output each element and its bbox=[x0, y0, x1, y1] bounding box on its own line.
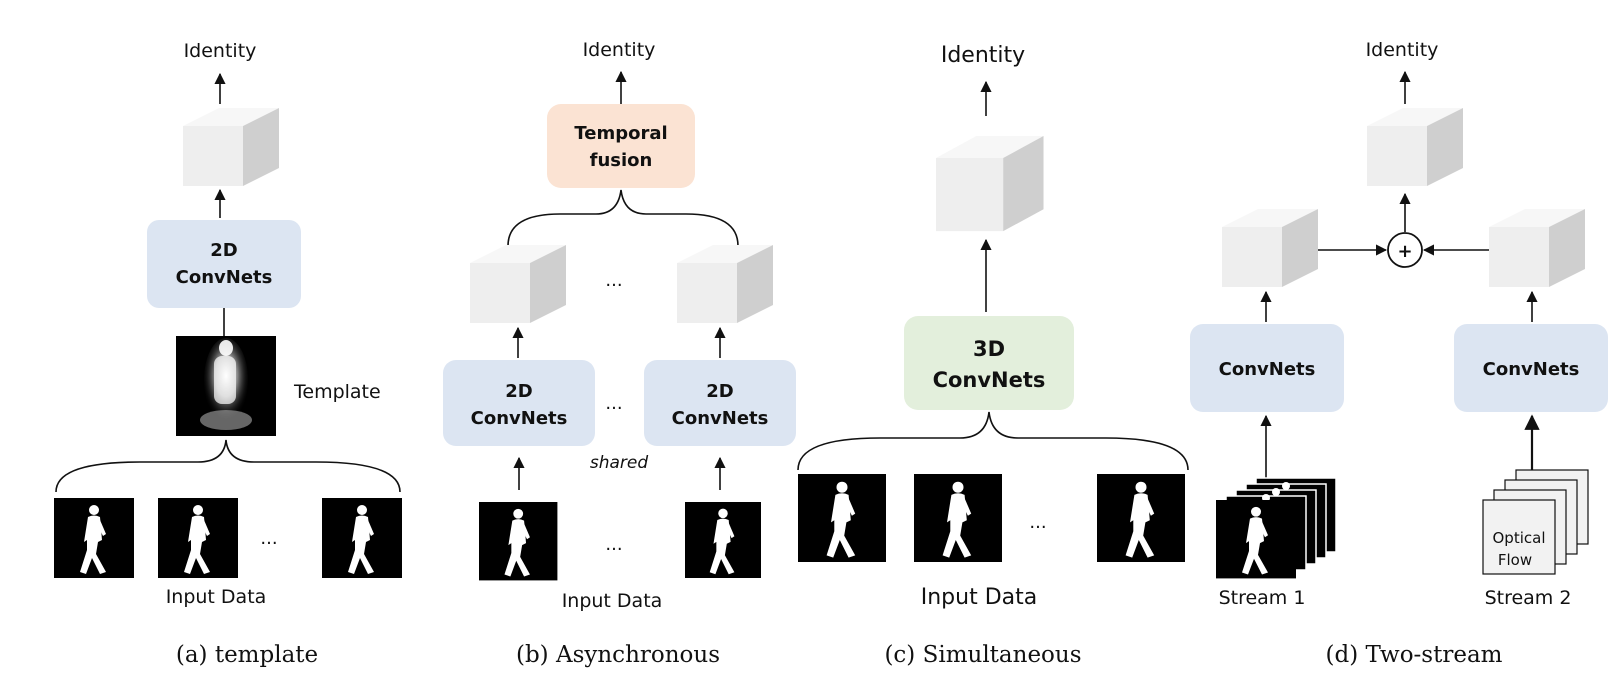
panel-a-silhouette-icon-1 bbox=[54, 498, 134, 578]
panel-d-flow-line-1: Optical bbox=[1493, 529, 1546, 547]
panel-d-stream1-feature-cuboid-icon bbox=[1222, 209, 1318, 287]
panel-b-net2-line-1: 2D bbox=[706, 381, 733, 402]
panel-a-ellipsis: ... bbox=[260, 528, 277, 549]
panel-d-stream1-frame-stack bbox=[1216, 477, 1337, 579]
panel-a-silhouette-icon-2 bbox=[158, 498, 238, 578]
panel-c-silhouette-icon-1 bbox=[798, 474, 886, 562]
panel-c-net-line-1: 3D bbox=[973, 337, 1005, 361]
panel-a-template-label: Template bbox=[293, 381, 381, 403]
panel-b-fusion-line-1: Temporal bbox=[574, 123, 667, 144]
panel-b-net1-line-2: ConvNets bbox=[471, 408, 568, 429]
panel-c-input-label: Input Data bbox=[921, 585, 1038, 610]
panel-a-silhouette-icon-3 bbox=[322, 498, 402, 578]
panel-b-ellipsis-bottom: ... bbox=[605, 534, 622, 555]
panel-b-temporal-fusion-box bbox=[547, 104, 695, 188]
panel-d-stream2-label: Stream 2 bbox=[1485, 587, 1572, 609]
panel-d-optical-flow-stack: Optical Flow bbox=[1482, 469, 1589, 575]
panel-a-net-line-1: 2D bbox=[210, 240, 237, 261]
panel-b: Identity Temporal fusion ... 2D ConvNets… bbox=[443, 39, 796, 668]
panel-b-shared-label: shared bbox=[590, 453, 648, 473]
panel-c-3d-convnets-box bbox=[904, 316, 1074, 410]
panel-d-fused-feature-cuboid-icon bbox=[1367, 108, 1463, 186]
panel-d-flow-line-2: Flow bbox=[1498, 551, 1532, 569]
panel-b-input-label: Input Data bbox=[562, 590, 663, 612]
panel-b-caption: (b) Asynchronous bbox=[516, 642, 720, 668]
panel-c-caption: (c) Simultaneous bbox=[884, 642, 1081, 668]
panel-d-net1-label: ConvNets bbox=[1219, 359, 1316, 380]
panel-b-net1-line-1: 2D bbox=[505, 381, 532, 402]
panel-a-net-line-2: ConvNets bbox=[176, 267, 273, 288]
panel-a-gait-energy-image-icon bbox=[176, 336, 276, 436]
panel-c-output-label: Identity bbox=[941, 43, 1025, 68]
panel-b-feature-cuboid-icon-2 bbox=[677, 245, 773, 323]
panel-d-plus-symbol: + bbox=[1397, 241, 1412, 262]
panel-c: Identity 3D ConvNets ... Input Data (c) … bbox=[797, 43, 1189, 668]
panel-b-feature-cuboid-icon-1 bbox=[470, 245, 566, 323]
panel-d-stream1-silhouette-icon bbox=[1216, 500, 1296, 579]
panel-c-brace bbox=[797, 411, 1189, 471]
panel-d-convnets-box-2 bbox=[1454, 324, 1608, 412]
panel-b-silhouette-icon-2 bbox=[685, 502, 761, 578]
panel-a-feature-cuboid-icon bbox=[183, 108, 279, 186]
panel-a: Identity 2D ConvNets Template ... Input … bbox=[54, 40, 402, 668]
panel-b-fusion-line-2: fusion bbox=[590, 150, 653, 171]
panel-c-feature-cuboid-icon bbox=[936, 136, 1044, 232]
panel-b-ellipsis-mid: ... bbox=[605, 393, 622, 414]
panel-b-silhouette-icon-1 bbox=[479, 502, 558, 581]
panel-b-2d-convnets-box-1 bbox=[443, 360, 595, 446]
panel-a-output-label: Identity bbox=[184, 40, 257, 62]
panel-b-2d-convnets-box-2 bbox=[644, 360, 796, 446]
panel-d-circled-plus-icon: + bbox=[1387, 232, 1423, 268]
panel-d: Identity + ConvNets ConvNets Stre bbox=[1190, 39, 1608, 668]
panel-c-ellipsis: ... bbox=[1029, 512, 1046, 533]
panel-d-output-label: Identity bbox=[1366, 39, 1439, 61]
panel-b-output-label: Identity bbox=[583, 39, 656, 61]
panel-a-brace bbox=[55, 439, 401, 493]
panel-b-ellipsis-top: ... bbox=[605, 270, 622, 291]
panel-a-caption: (a) template bbox=[176, 642, 318, 668]
panel-b-net2-line-2: ConvNets bbox=[672, 408, 769, 429]
panel-b-brace bbox=[507, 189, 739, 247]
panel-d-caption: (d) Two-stream bbox=[1326, 642, 1503, 668]
panel-d-stream2-feature-cuboid-icon bbox=[1489, 209, 1585, 287]
panel-d-net2-label: ConvNets bbox=[1483, 359, 1580, 380]
panel-c-silhouette-icon-2 bbox=[914, 474, 1002, 562]
panel-d-stream1-label: Stream 1 bbox=[1219, 587, 1306, 609]
panel-d-convnets-box-1 bbox=[1190, 324, 1344, 412]
panel-c-net-line-2: ConvNets bbox=[933, 368, 1046, 392]
panel-a-input-label: Input Data bbox=[166, 586, 267, 608]
panel-c-silhouette-icon-3 bbox=[1097, 474, 1185, 562]
panel-a-2d-convnets-box bbox=[147, 220, 301, 308]
